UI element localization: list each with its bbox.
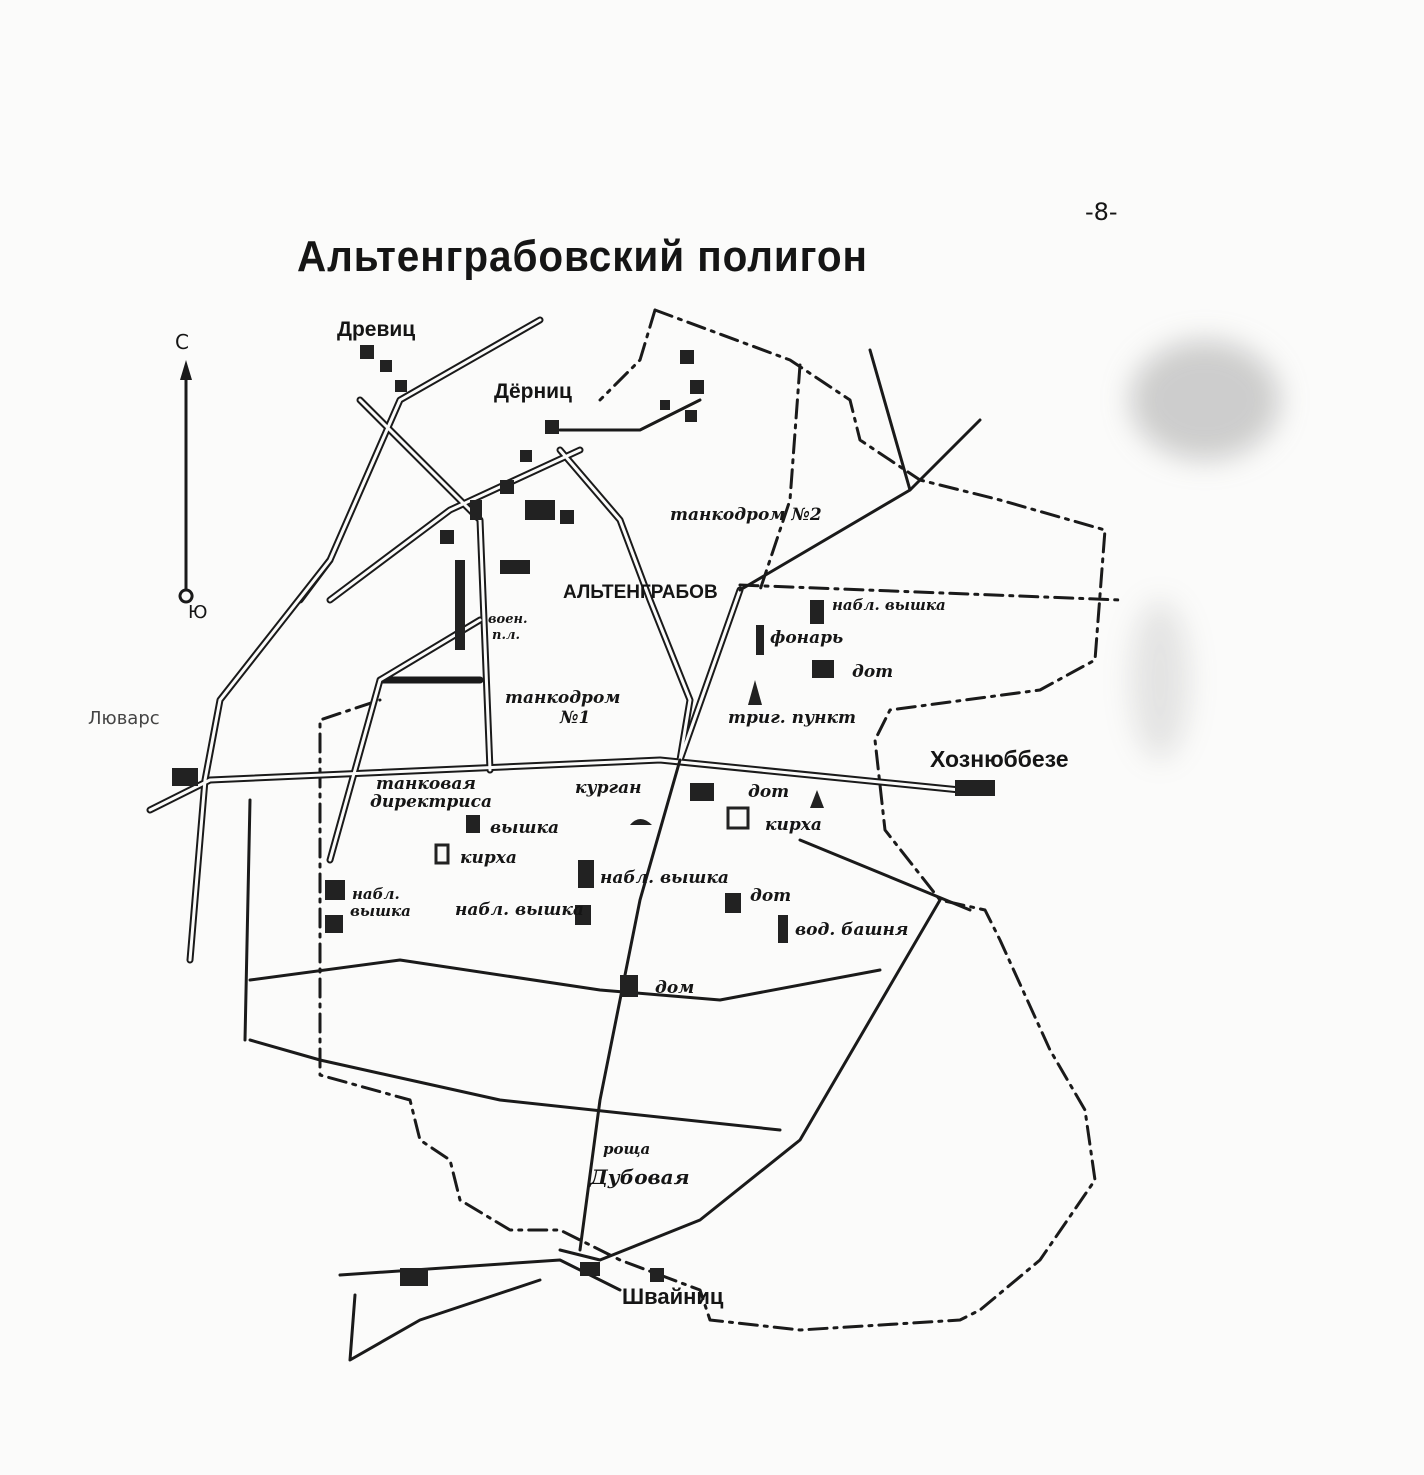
- polygon-boundary: [318, 308, 1107, 1332]
- label-nabl-vyshka-ne: набл. вышка: [832, 596, 946, 614]
- settlement-drevits: Древиц: [337, 318, 416, 341]
- map-title: Альтенграбовский полигон: [297, 232, 868, 281]
- label-dot-ne: дот: [852, 662, 894, 682]
- label-trig-punkt: триг. пункт: [728, 708, 857, 728]
- compass-south: Ю: [188, 602, 208, 623]
- label-dom: дом: [655, 978, 695, 998]
- label-dot-se: дот: [750, 886, 792, 906]
- label-kirha-w: кирха: [460, 848, 517, 868]
- label-kirha-e: кирха: [765, 815, 822, 835]
- label-vod-bashnya: вод. башня: [795, 920, 909, 940]
- label-voen-a: воен.: [488, 612, 528, 627]
- label-roshcha-b: Дубовая: [590, 1165, 690, 1189]
- label-tank-dir-b: директриса: [370, 792, 492, 812]
- label-nabl-vyshka-center: набл. вышка: [600, 868, 729, 888]
- label-kurgan: курган: [575, 778, 642, 798]
- water-stain: [1130, 340, 1280, 460]
- label-tankodrom-1a: танкодром: [505, 688, 621, 708]
- settlement-lyuvars: Люварс: [88, 708, 160, 729]
- label-dot-center: дот: [748, 782, 790, 802]
- water-stain: [1130, 600, 1190, 760]
- label-fonar: фонарь: [770, 628, 844, 648]
- label-nabl-vyshka-w-a: набл.: [352, 885, 400, 903]
- label-nabl-vyshka-w-b: вышка: [350, 902, 411, 920]
- compass-north: С: [175, 330, 189, 354]
- label-voen-b: п.л.: [492, 628, 521, 643]
- settlement-hoznyobbeze: Хознюббезе: [930, 746, 1069, 772]
- settlement-shvaynits: Швайниц: [622, 1284, 724, 1309]
- label-tank-dir-a: танковая: [376, 774, 476, 794]
- label-tankodrom-1b: №1: [560, 708, 591, 728]
- settlement-altengrabov: АЛЬТЕНГРАБОВ: [563, 582, 718, 603]
- settlement-dernits: Дёрниц: [494, 380, 572, 403]
- label-nabl-vyshka-sw: набл. вышка: [455, 900, 584, 920]
- label-vyshka: вышка: [490, 818, 559, 838]
- label-roshcha-a: роща: [603, 1140, 651, 1158]
- page-number: -8-: [1085, 198, 1118, 226]
- label-tankodrom-2: танкодром №2: [670, 505, 822, 525]
